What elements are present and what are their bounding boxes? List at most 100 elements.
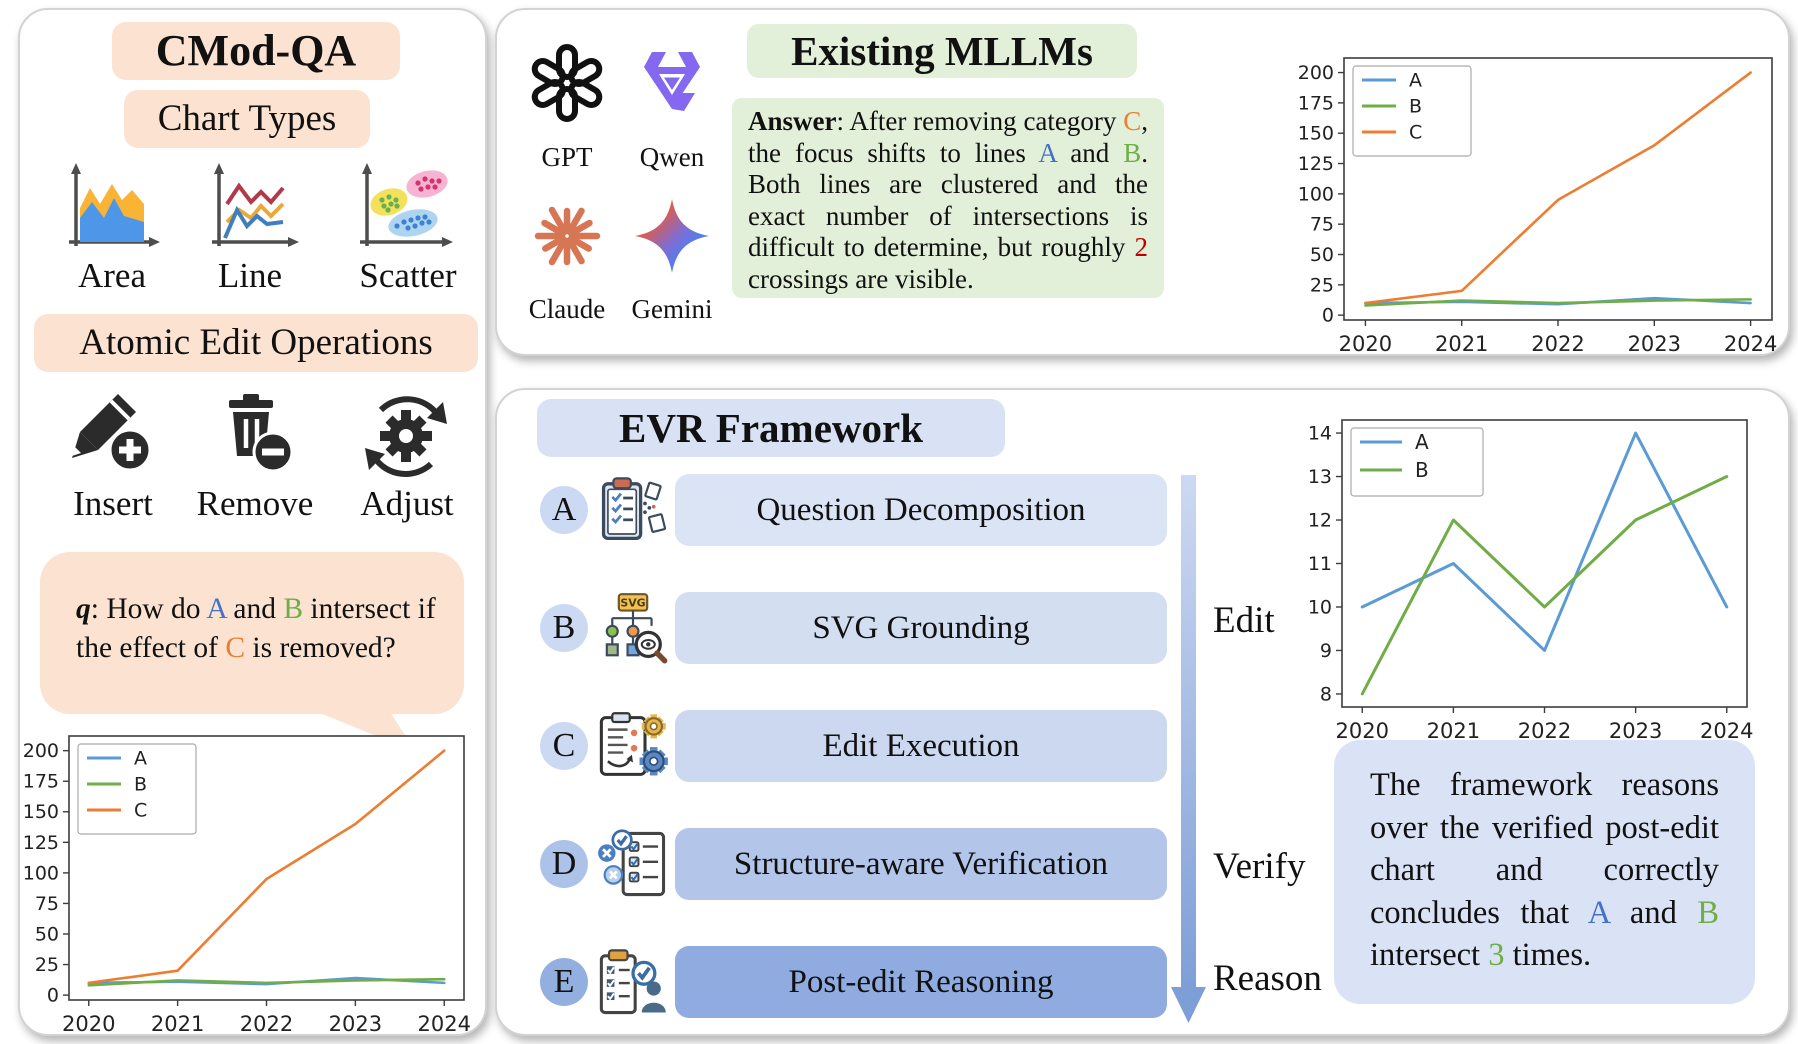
step-badge-b: B [540, 604, 588, 652]
svg-text:11: 11 [1308, 553, 1332, 575]
step-box-svg-grounding: SVG Grounding [675, 592, 1167, 664]
svg-text:2022: 2022 [1518, 719, 1571, 743]
svg-text:12: 12 [1308, 509, 1332, 531]
step-box-question-decomposition: Question Decomposition [675, 474, 1167, 546]
mllm-line-chart: 0 25 50 75 100 125 150 175 200 2020 2021 2022 2023 20… [1298, 57, 1777, 356]
svg-text:75: 75 [35, 893, 59, 915]
svg-text:0: 0 [1322, 305, 1334, 327]
scatter-chart-icon [360, 163, 453, 247]
step-box-structure-verification: Structure-aware Verification [675, 828, 1167, 900]
chart-types-title: Chart Types [124, 90, 370, 148]
svg-text:2020: 2020 [1336, 719, 1389, 743]
svg-text:200: 200 [1298, 62, 1334, 84]
edit-op-label-insert: Insert [73, 484, 153, 523]
qwen-logo [644, 52, 700, 111]
svg-text:C: C [134, 799, 147, 821]
chart-type-label-scatter: Scatter [359, 256, 457, 295]
remove-icon [229, 394, 294, 473]
svg-text:A: A [1415, 430, 1429, 454]
edit-op-label-remove: Remove [196, 484, 314, 523]
claude-logo [534, 206, 601, 266]
conclusion-box: The framework reasons over the verified … [1334, 740, 1755, 1004]
edit-op-label-adjust: Adjust [360, 484, 454, 523]
svg-text:2024: 2024 [1724, 332, 1777, 356]
claude-label: Claude [528, 294, 606, 324]
svg-text:25: 25 [35, 954, 59, 976]
svg-text:2023: 2023 [329, 1012, 382, 1036]
post-edit-line-chart: 8 9 10 11 12 13 14 2020 2021 2022 2023 2024 AB [1308, 419, 1753, 743]
svg-text:50: 50 [35, 923, 59, 945]
existing-mllms-title: Existing MLLMs [747, 24, 1137, 78]
chart-type-label-line: Line [217, 256, 283, 295]
existing-mllms-panel: GPT Qwen [495, 8, 1790, 356]
svg-text:100: 100 [1298, 183, 1334, 205]
svg-grounding-icon: SVG [605, 593, 668, 664]
svg-text:2024: 2024 [1700, 719, 1753, 743]
structure-verification-icon [598, 829, 666, 897]
svg-text:14: 14 [1308, 423, 1332, 445]
svg-text:10: 10 [1308, 596, 1332, 618]
svg-text:C: C [1409, 121, 1422, 143]
question-bubble: q: How do A and B intersect if the effec… [40, 552, 464, 714]
svg-text:2020: 2020 [1339, 332, 1392, 356]
post-edit-reasoning-icon [599, 949, 666, 1015]
qwen-label: Qwen [639, 142, 705, 172]
svg-text:150: 150 [1298, 123, 1334, 145]
svg-text:200: 200 [23, 740, 59, 762]
svg-text:SVG: SVG [620, 597, 645, 610]
step-box-edit-execution: Edit Execution [675, 710, 1167, 782]
svg-text:25: 25 [1310, 274, 1334, 296]
svg-text:2022: 2022 [240, 1012, 293, 1036]
svg-text:100: 100 [23, 862, 59, 884]
gpt-logo [531, 44, 603, 122]
edit-execution-icon [599, 712, 668, 776]
flow-arrow [1171, 475, 1206, 1023]
svg-text:A: A [134, 747, 147, 769]
area-chart-icon [69, 163, 160, 247]
gemini-logo [635, 199, 709, 273]
question-decomposition-icon [601, 477, 667, 540]
stage-label-reason: Reason [1213, 958, 1322, 999]
edit-operations-title: Atomic Edit Operations [34, 314, 478, 372]
svg-text:75: 75 [1310, 214, 1334, 236]
step-badge-a: A [540, 486, 588, 534]
svg-text:A: A [1409, 69, 1422, 91]
evr-framework-panel: EVR Framework A Question Decomposition B… [495, 388, 1790, 1036]
step-box-post-edit-reasoning: Post-edit Reasoning [675, 946, 1167, 1018]
question-text: q: How do A and B intersect if the effec… [76, 593, 436, 664]
svg-text:2022: 2022 [1531, 332, 1584, 356]
svg-text:2021: 2021 [1427, 719, 1480, 743]
stage-label-edit: Edit [1213, 600, 1275, 641]
svg-text:B: B [1415, 458, 1429, 482]
svg-text:B: B [1409, 95, 1422, 117]
svg-text:125: 125 [23, 832, 59, 854]
svg-text:2021: 2021 [1435, 332, 1488, 356]
step-badge-c: C [540, 722, 588, 770]
mllm-answer-box: Answer: After removing category C, the f… [732, 98, 1164, 298]
stage-label-verify: Verify [1213, 846, 1306, 887]
evr-framework-title: EVR Framework [537, 399, 1005, 457]
svg-text:125: 125 [1298, 153, 1334, 175]
svg-text:175: 175 [1298, 92, 1334, 114]
svg-text:2023: 2023 [1628, 332, 1681, 356]
svg-text:2023: 2023 [1609, 719, 1662, 743]
svg-text:50: 50 [1310, 244, 1334, 266]
insert-icon [72, 394, 152, 472]
svg-text:0: 0 [47, 985, 59, 1007]
step-badge-d: D [540, 840, 588, 888]
svg-text:13: 13 [1308, 466, 1332, 488]
cmod-qa-panel: CMod-QA Chart Types [18, 8, 487, 1036]
svg-text:8: 8 [1320, 683, 1332, 705]
svg-text:2024: 2024 [418, 1012, 471, 1036]
svg-text:175: 175 [23, 771, 59, 793]
step-badge-e: E [540, 958, 588, 1006]
svg-text:9: 9 [1320, 640, 1332, 662]
svg-text:150: 150 [23, 801, 59, 823]
svg-text:B: B [134, 773, 147, 795]
gpt-label: GPT [541, 142, 593, 172]
adjust-icon [365, 396, 447, 477]
chart-type-label-area: Area [77, 256, 146, 295]
gemini-label: Gemini [631, 294, 713, 324]
